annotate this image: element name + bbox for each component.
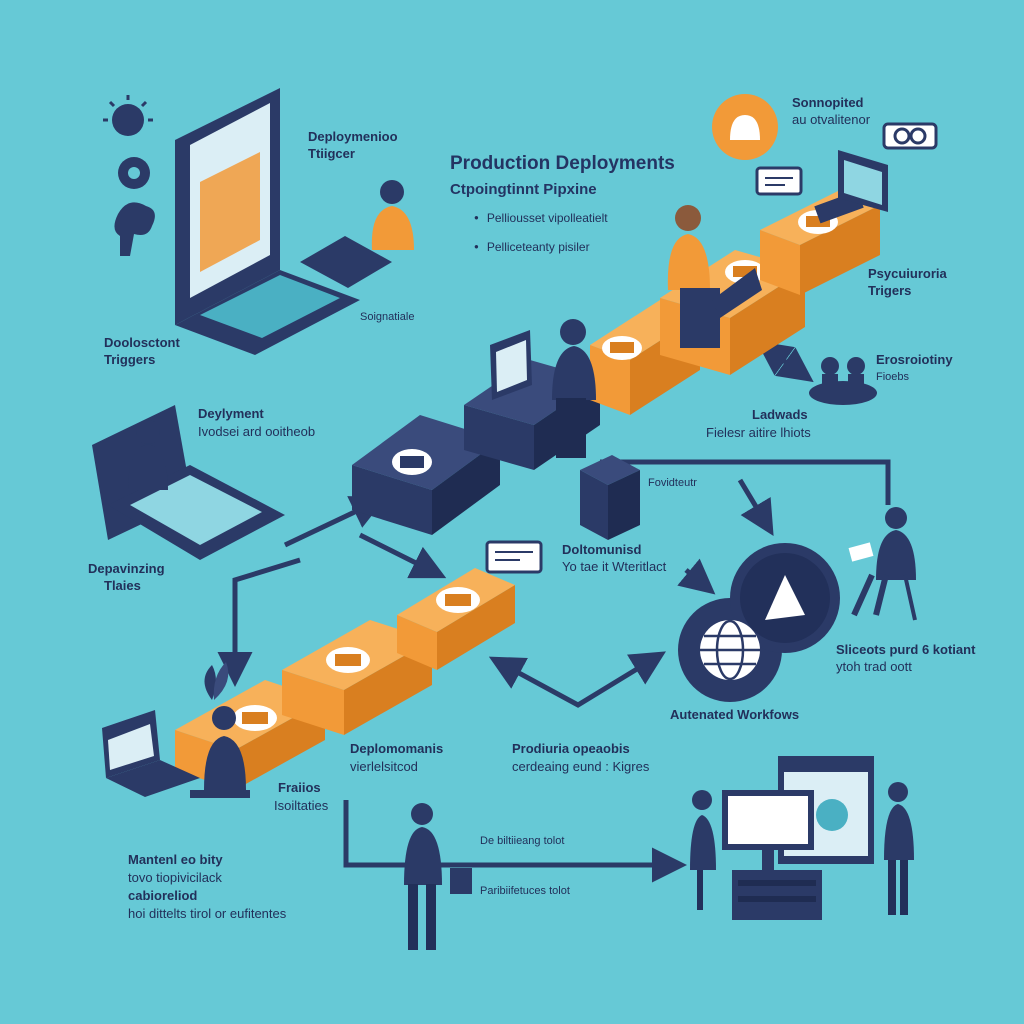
chat-icon: [485, 540, 543, 574]
label-doltomunisd-sub: Yo tae it Wteritlact: [562, 559, 667, 574]
label-deplomomanis: Deplomomanis: [350, 741, 444, 756]
label-erosoiotiny-sub: Fioebs: [876, 371, 910, 383]
label-doolosctont-sub: Triggers: [104, 352, 156, 367]
label-deplomomanis-sub: vierlelsitcod: [350, 759, 418, 774]
plant-icon: [204, 662, 229, 700]
label-sonnopited-sub: au otvalitenor: [792, 112, 871, 127]
label-depavinzing-sub: Tlaies: [104, 578, 141, 593]
person-developer-bottom: [102, 706, 250, 798]
lightbulb-icon: [103, 95, 153, 136]
label-deployment-trigger: Deploymenioo: [308, 129, 398, 144]
chat-icon: [755, 166, 803, 196]
monitor-icon: [838, 150, 888, 212]
label-erosoiotiny: Erosroiotiny: [876, 352, 953, 367]
flow-arrows: [217, 340, 891, 883]
person-developer-mid: [490, 319, 596, 458]
brain-icon: [114, 202, 155, 256]
label-deplyment: Deylyment: [198, 406, 264, 421]
workstation: [722, 756, 874, 920]
server-icon: [580, 455, 640, 540]
notification-icon: [712, 94, 778, 160]
person-presenter-left: [690, 790, 716, 910]
label-sonnopited: Sonnopited: [792, 95, 864, 110]
diagram-subtitle: Ctpoingtinnt Pipxine: [450, 181, 597, 198]
label-foviditeutr: Fovidteutr: [648, 477, 697, 489]
label-deplyment-sub: Ivodsei ard ooitheob: [198, 424, 316, 439]
play-icon: [765, 575, 805, 620]
infinity-icon: [882, 122, 938, 150]
label-ladwads: Ladwads: [752, 407, 808, 422]
label-prodiuria-sub: cerdeaing eund : Kigres: [512, 759, 650, 774]
label-sficocts-sub: ytoh trad oott: [836, 659, 912, 674]
label-ladwads-sub: Fielesr aitire lhiots: [706, 425, 811, 440]
person-reviewer: [848, 507, 917, 621]
laptop-icon-left: [92, 405, 285, 560]
label-maintenance-title: Mantenl eo bity: [128, 852, 223, 867]
label-doltomunisd: Doltomunisd: [562, 542, 642, 557]
team-icon: [809, 357, 877, 405]
person-deployer-top: [371, 180, 414, 250]
label-deployment-trigger-sub: Ttiigcer: [308, 146, 355, 161]
person-carrier: [404, 803, 472, 950]
label-psyculuroria: Psycuiuroria: [868, 266, 947, 281]
label-soignatiale: Soignatiale: [360, 311, 415, 323]
gear-icon: [816, 799, 848, 831]
label-doolosctont: Doolosctont: [104, 335, 180, 350]
upper-block-chain: [352, 190, 880, 535]
label-deiltiriang: De biltiieang tolot: [480, 835, 565, 847]
bullet-item: Pelliceteanty pisiler: [474, 239, 608, 255]
laptop-icon: [175, 88, 392, 355]
label-psyculuroria-sub: Trigers: [868, 283, 912, 298]
label-maintenance-line2: cabioreliod: [128, 888, 198, 903]
label-automated-workflows: Autenated Workfows: [670, 707, 800, 722]
label-parbitifletuces: Paribiifetuces tolot: [480, 885, 570, 897]
gear-icon: [118, 157, 150, 189]
label-prodiuria: Prodiuria opeaobis: [512, 741, 630, 756]
bullet-item: Pelliousset vipolleatielt: [474, 210, 608, 226]
header-bullets: Pelliousset vipolleatielt Pelliceteanty …: [474, 210, 608, 268]
label-maintenance-line1: tovo tiopivicilack: [128, 870, 222, 885]
person-presenter-right: [884, 782, 914, 915]
label-fralios-sub: Isoiltaties: [274, 798, 329, 813]
person-developer-top: [667, 205, 762, 348]
diagram-title: Production Deployments: [450, 153, 675, 174]
label-fralios: Fraiios: [278, 780, 321, 795]
automated-workflows-graphic: [678, 543, 840, 702]
label-depavinzing: Depavinzing: [88, 561, 165, 576]
label-maintenance-line3: hoi dittelts tirol or eufitentes: [128, 906, 287, 921]
label-sficocts: Sliceots purd 6 kotiant: [836, 642, 976, 657]
